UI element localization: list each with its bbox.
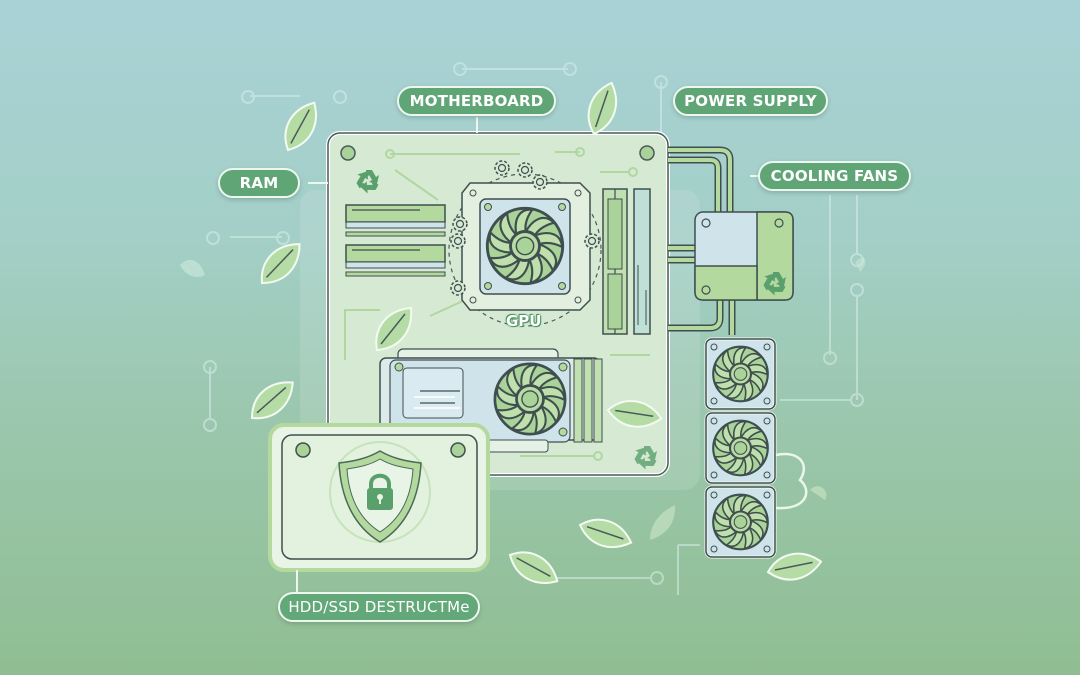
gear-icon — [450, 280, 466, 296]
label-power-supply: POWER SUPPLY — [673, 86, 828, 116]
gear-icon — [494, 160, 510, 176]
gear-icon — [450, 233, 466, 249]
cooling-fan-2 — [704, 411, 777, 485]
cooling-fan-3 — [704, 485, 777, 559]
label-gpu: GPU — [506, 312, 542, 330]
leaf-icon — [578, 508, 633, 559]
label-motherboard: MOTHERBOARD — [397, 86, 556, 116]
leaf-icon — [577, 81, 628, 136]
power-supply-unit — [694, 211, 794, 301]
label-drive-destruction: HDD/SSD DESTRUCTMe — [278, 592, 480, 622]
decorative-leaves — [180, 81, 866, 595]
drive-destruction-plate — [268, 423, 490, 596]
power-cables — [668, 146, 736, 335]
gear-icon — [532, 174, 548, 190]
cooling-fan-stack — [704, 337, 808, 559]
cooling-fan-1 — [704, 337, 777, 411]
ram-modules — [345, 204, 446, 277]
gear-icon — [452, 216, 468, 232]
label-ram: RAM — [218, 168, 300, 198]
label-cooling-fans: COOLING FANS — [758, 161, 911, 191]
leaf-icon — [279, 101, 323, 152]
shield-lock-icon — [338, 450, 422, 543]
pcie-slots — [602, 188, 651, 335]
circuit-traces — [203, 62, 864, 595]
leaf-icon — [260, 240, 301, 287]
gear-icon — [517, 162, 533, 178]
leaf-icon — [250, 375, 294, 425]
gear-icon — [584, 233, 600, 249]
cpu-cooler — [448, 160, 602, 327]
leaf-icon — [508, 546, 559, 590]
